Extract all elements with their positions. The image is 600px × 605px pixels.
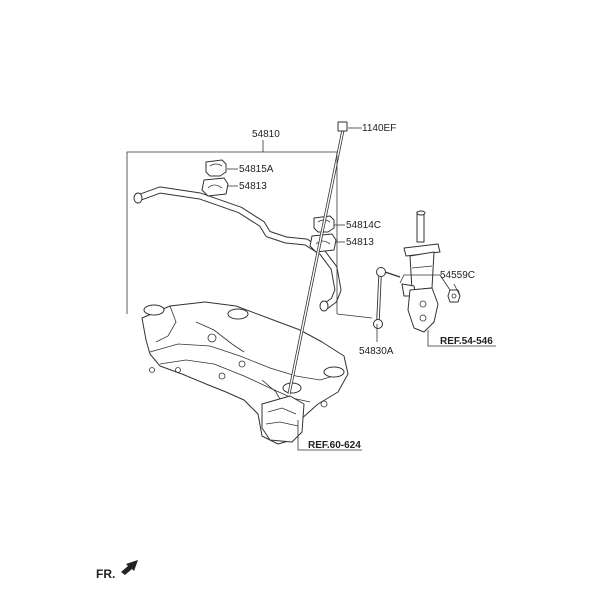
ref-strut[interactable]: REF.54-546 — [440, 336, 493, 347]
bracket-54813-upper — [201, 177, 229, 197]
label-54814c: 54814C — [346, 220, 381, 231]
bolt-1140ef — [287, 121, 348, 395]
fr-label: FR. — [96, 567, 115, 581]
front-direction-indicator: FR. — [96, 560, 138, 581]
front-arrow-icon — [121, 560, 138, 575]
stabilizer-bar — [133, 186, 342, 312]
label-54815a: 54815A — [239, 164, 274, 175]
label-54813-lower: 54813 — [346, 237, 374, 248]
ref-crossmember[interactable]: REF.60-624 — [308, 440, 361, 451]
label-54813-upper: 54813 — [239, 181, 267, 192]
strut-assembly — [401, 210, 441, 333]
label-54830a: 54830A — [359, 346, 394, 357]
leader-lines — [227, 127, 496, 451]
label-54559c: 54559C — [440, 270, 475, 281]
nut-54559c — [447, 289, 461, 303]
front-crossmember — [141, 301, 349, 445]
bracket-54813-lower — [309, 233, 337, 253]
label-54810: 54810 — [252, 129, 280, 140]
stabilizer-link-54830a — [373, 267, 401, 329]
stabilizer-group-frame — [126, 140, 378, 342]
label-1140ef: 1140EF — [362, 123, 396, 134]
bushing-54815a — [205, 159, 227, 177]
